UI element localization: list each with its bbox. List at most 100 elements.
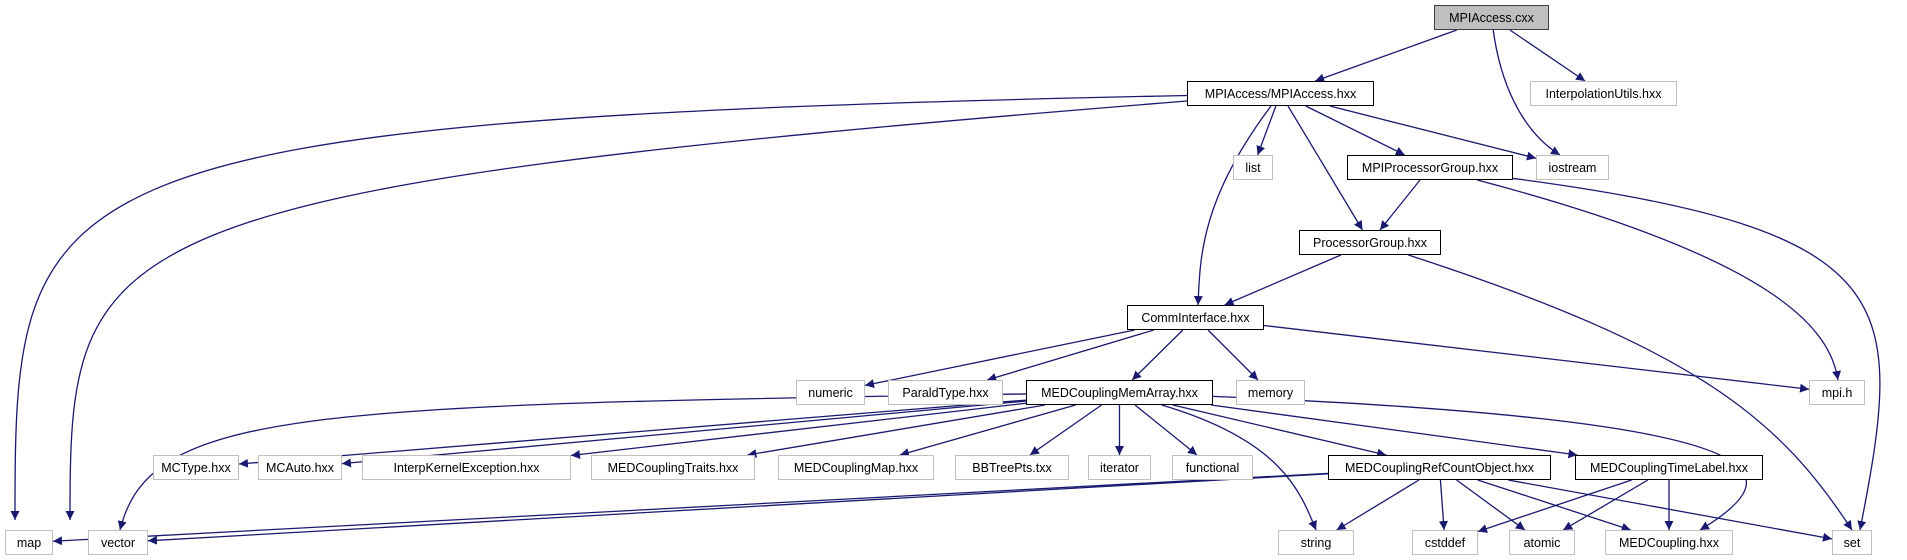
edge-n6-n29 — [1408, 254, 1853, 531]
node-label: numeric — [808, 385, 853, 400]
edge-n21-n29 — [1508, 479, 1833, 542]
node-medcoupling-hxx: MEDCoupling.hxx — [1605, 530, 1733, 555]
node-label: atomic — [1523, 535, 1561, 550]
edge-n1-n4 — [1305, 105, 1406, 156]
node-bbtreepts-txx: BBTreePts.txx — [955, 455, 1069, 480]
node-label: cstddef — [1424, 535, 1466, 550]
node-label: CommInterface.hxx — [1141, 310, 1250, 325]
node-iostream: iostream — [1536, 155, 1609, 180]
node-mpi-h: mpi.h — [1809, 380, 1865, 405]
edge-n10-n20 — [1134, 404, 1198, 456]
edge-n7-n10 — [1131, 329, 1184, 381]
node-label: MCAuto.hxx — [265, 460, 335, 475]
edge-n0-n2 — [1509, 29, 1586, 82]
edge-n0-n1 — [1314, 29, 1458, 83]
edge-n1-n6 — [1287, 105, 1364, 231]
edge-n10-n15 — [570, 402, 1027, 459]
edge-n21-n24 — [147, 473, 1329, 545]
node-label: ParaldType.hxx — [902, 385, 989, 400]
edge-n7-n11 — [1207, 329, 1259, 381]
edge-n7-n8 — [864, 329, 1135, 389]
edge-n10-n28 — [1212, 395, 1748, 531]
node-atomic: atomic — [1509, 530, 1575, 555]
edge-n10-n24 — [117, 393, 1027, 531]
edge-n21-n28 — [1477, 479, 1631, 532]
edge-n10-n22 — [1210, 404, 1578, 459]
node-vector: vector — [88, 530, 148, 555]
edge-n4-n12 — [1477, 179, 1842, 381]
node-medcouplingrefcountobject-hxx[interactable]: MEDCouplingRefCountObject.hxx — [1328, 455, 1551, 480]
edge-n7-n12 — [1263, 324, 1810, 393]
node-label: InterpKernelException.hxx — [393, 460, 540, 475]
node-mpiprocessorgroup-hxx[interactable]: MPIProcessorGroup.hxx — [1347, 155, 1513, 180]
node-label: BBTreePts.txx — [972, 460, 1052, 475]
node-paraldtype-hxx: ParaldType.hxx — [888, 380, 1003, 405]
edge-n10-n13 — [238, 399, 1027, 468]
edge-n1-n3 — [1256, 105, 1277, 156]
node-label: map — [16, 535, 42, 550]
node-label: MEDCouplingTraits.hxx — [607, 460, 739, 475]
node-medcouplingmemarray-hxx[interactable]: MEDCouplingMemArray.hxx — [1026, 380, 1213, 405]
edge-n6-n7 — [1224, 254, 1342, 306]
node-interpkernelexception-hxx: InterpKernelException.hxx — [362, 455, 571, 480]
node-label: list — [1245, 160, 1261, 175]
node-comminterface-hxx[interactable]: CommInterface.hxx — [1127, 305, 1264, 330]
edge-n10-n21 — [1172, 404, 1387, 458]
node-string: string — [1278, 530, 1354, 555]
edge-n21-n23 — [52, 472, 1329, 546]
node-mpiaccess-hxx[interactable]: MPIAccess/MPIAccess.hxx — [1187, 81, 1374, 106]
edge-n10-n25 — [1161, 404, 1317, 531]
edge-n0-n5 — [1492, 29, 1561, 156]
node-label: memory — [1247, 385, 1294, 400]
edge-n1-n23 — [10, 94, 1188, 521]
edge-n1-n7 — [1193, 105, 1272, 306]
node-label: MCType.hxx — [161, 460, 231, 475]
edge-n10-n14 — [341, 400, 1027, 468]
node-label: MPIProcessorGroup.hxx — [1361, 160, 1499, 175]
edge-n10-n16 — [747, 404, 1046, 458]
node-cstddef: cstddef — [1412, 530, 1478, 555]
node-label: MEDCoupling.hxx — [1618, 535, 1720, 550]
node-label: MPIAccess/MPIAccess.hxx — [1204, 86, 1357, 101]
node-iterator: iterator — [1088, 455, 1151, 480]
node-mcauto-hxx: MCAuto.hxx — [258, 455, 342, 480]
node-mpiaccess-cxx[interactable]: MPIAccess.cxx — [1434, 5, 1549, 30]
node-label: functional — [1185, 460, 1240, 475]
edge-n21-n27 — [1456, 479, 1526, 531]
node-numeric: numeric — [796, 380, 865, 405]
node-list: list — [1233, 155, 1273, 180]
edge-n22-n26 — [1477, 479, 1632, 533]
node-label: MEDCouplingTimeLabel.hxx — [1590, 460, 1748, 475]
node-label: MEDCouplingMap.hxx — [793, 460, 919, 475]
node-label: string — [1300, 535, 1332, 550]
edge-n1-n5 — [1329, 105, 1537, 161]
edge-n10-n18 — [1029, 404, 1102, 456]
edge-n21-n25 — [1336, 479, 1420, 531]
edge-n7-n9 — [986, 329, 1155, 382]
node-interpolationutils-hxx: InterpolationUtils.hxx — [1530, 81, 1677, 106]
node-functional: functional — [1172, 455, 1253, 480]
node-medcouplingtimelabel-hxx[interactable]: MEDCouplingTimeLabel.hxx — [1575, 455, 1763, 480]
node-set: set — [1832, 530, 1872, 555]
node-label: MEDCouplingMemArray.hxx — [1041, 385, 1198, 400]
node-label: MEDCouplingRefCountObject.hxx — [1345, 460, 1534, 475]
node-label: iostream — [1548, 160, 1597, 175]
node-label: MPIAccess.cxx — [1449, 10, 1534, 25]
node-medcouplingtraits-hxx: MEDCouplingTraits.hxx — [591, 455, 755, 480]
node-label: ProcessorGroup.hxx — [1313, 235, 1427, 250]
node-label: vector — [100, 535, 136, 550]
node-memory: memory — [1236, 380, 1305, 405]
edge-n22-n27 — [1562, 479, 1649, 531]
node-mctype-hxx: MCType.hxx — [153, 455, 239, 480]
node-processorgroup-hxx[interactable]: ProcessorGroup.hxx — [1299, 230, 1441, 255]
node-label: iterator — [1100, 460, 1139, 475]
edge-n21-n26 — [1438, 479, 1448, 531]
node-map: map — [5, 530, 53, 555]
node-medcouplingmap-hxx: MEDCouplingMap.hxx — [778, 455, 934, 480]
edge-n1-n24 — [65, 100, 1188, 521]
edge-n4-n29 — [1512, 177, 1881, 531]
node-label: set — [1843, 535, 1861, 550]
node-label: InterpolationUtils.hxx — [1545, 86, 1662, 101]
edge-n10-n17 — [899, 404, 1076, 457]
